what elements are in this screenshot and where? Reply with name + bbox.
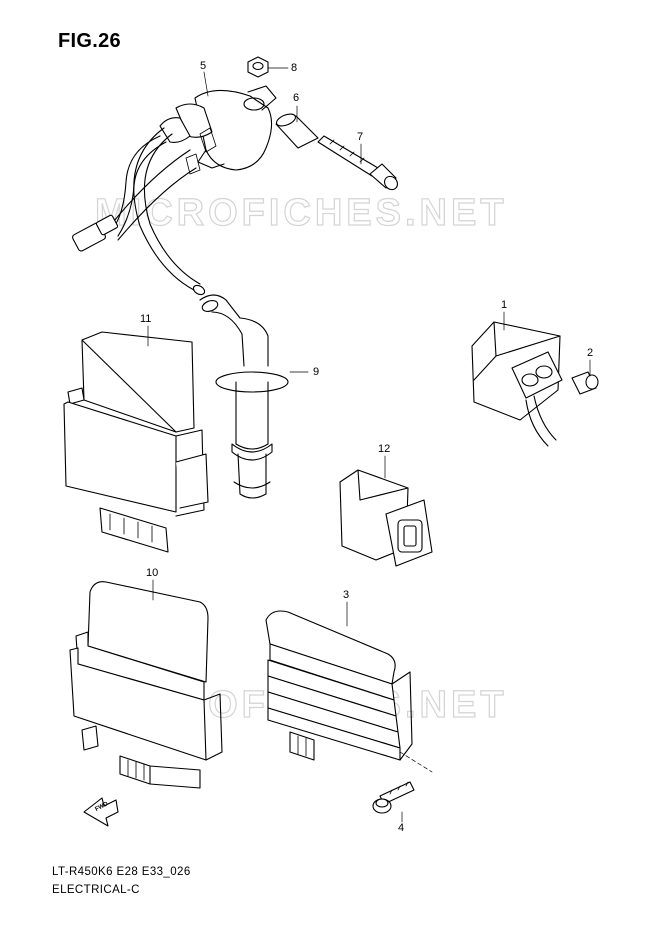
watermark-top: MICROFICHES.NET — [94, 191, 508, 234]
bolt-part-4[interactable] — [372, 781, 415, 814]
callout-part-11[interactable]: 11 — [140, 313, 152, 325]
figure-title: FIG.26 — [58, 30, 121, 52]
callout-part-12[interactable]: 12 — [378, 443, 391, 455]
regulator-rectifier-part-3[interactable] — [265, 610, 433, 773]
screw-part-2[interactable] — [571, 371, 599, 395]
section-name: ELECTRICAL-C — [52, 884, 140, 896]
ecm-part-10[interactable] — [69, 581, 223, 789]
callout-part-4[interactable]: 4 — [398, 822, 405, 834]
callout-part-6[interactable]: 6 — [293, 92, 300, 104]
spark-plug-cap-part-9[interactable] — [199, 294, 289, 499]
leader-lines — [147, 67, 591, 823]
callout-part-5[interactable]: 5 — [200, 60, 207, 72]
control-unit-part-11[interactable] — [63, 331, 209, 553]
starter-relay-part-1[interactable] — [471, 321, 563, 447]
bolt-part-7[interactable] — [317, 135, 400, 192]
callout-part-10[interactable]: 10 — [146, 567, 159, 579]
nut-part-8[interactable] — [247, 56, 269, 78]
callout-part-7[interactable]: 7 — [357, 131, 364, 143]
callout-part-9[interactable]: 9 — [313, 366, 320, 378]
ignition-coil-part-5[interactable] — [72, 85, 277, 296]
callout-part-8[interactable]: 8 — [291, 62, 298, 74]
coupler-part-12[interactable] — [339, 469, 433, 567]
model-code: LT-R450K6 E28 E33_026 — [52, 866, 191, 878]
fwd-arrow-icon — [83, 797, 119, 827]
callout-part-2[interactable]: 2 — [587, 347, 594, 359]
spacer-part-6[interactable] — [275, 112, 319, 149]
callout-part-3[interactable]: 3 — [343, 589, 350, 601]
callout-part-1[interactable]: 1 — [501, 299, 508, 311]
